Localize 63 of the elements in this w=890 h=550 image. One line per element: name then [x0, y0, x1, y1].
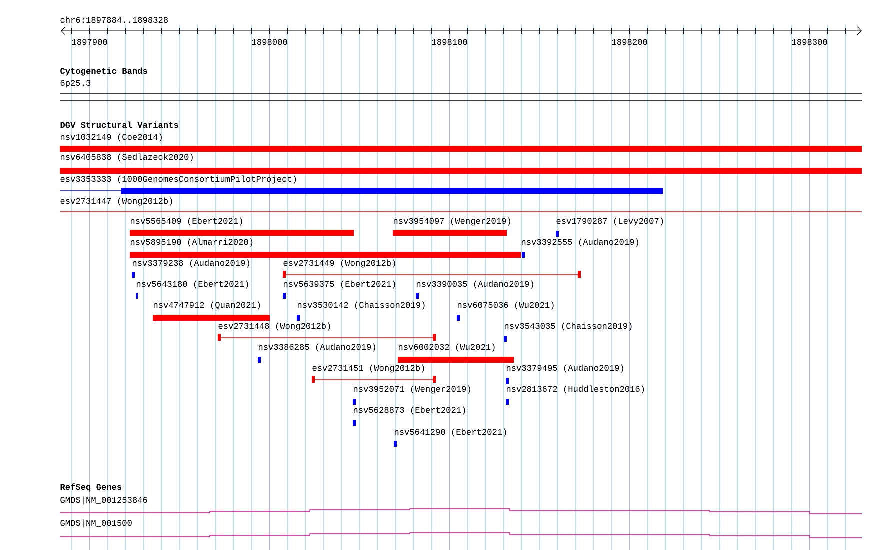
- variant-tick: nsv3530142 (Chaisson2019): [297, 302, 425, 321]
- coordinate-range: chr6:1897884..1898328: [60, 16, 168, 24]
- node-label: nsv3379495 (Audano2019): [506, 364, 624, 373]
- node-label: nsv4747912 (Quan2021): [154, 302, 260, 310]
- variant-tick: nsv2813672 (Huddleston2016): [506, 386, 644, 405]
- node-label: nsv3379238 (Audano2019): [132, 260, 250, 268]
- node-label: nsv5628873 (Ebert2021): [354, 406, 466, 415]
- variant-tick: esv1790287 (Levy2007): [556, 218, 664, 237]
- variant-tick: nsv3379238 (Audano2019): [132, 260, 250, 278]
- node-label: nsv5643180 (Ebert2021): [136, 280, 248, 289]
- node-label: esv1790287 (Levy2007): [556, 218, 664, 226]
- node-label: nsv3543035 (Chaisson2019): [504, 322, 632, 331]
- variant-interval: esv2731451 (Wong2012b): [312, 364, 436, 383]
- node-label: nsv3530142 (Chaisson2019): [298, 302, 425, 310]
- variant-tick: nsv3392555 (Audano2019): [522, 238, 638, 258]
- variant-line: esv2731447 (Wong2012b): [60, 198, 862, 212]
- node-label: nsv3386285 (Audano2019): [258, 344, 376, 352]
- variant-tick: nsv3543035 (Chaisson2019): [504, 322, 632, 342]
- tick-label: 1897900: [72, 39, 108, 46]
- node-label: esv2731449 (Wong2012b): [284, 260, 396, 268]
- variant-tick: nsv3379495 (Audano2019): [506, 364, 624, 384]
- node-label: nsv5639375 (Ebert2021): [284, 280, 396, 289]
- variant-tick: nsv6075036 (Wu2021): [457, 302, 554, 321]
- gene-line: GMDS|NM_001253846: [60, 496, 862, 514]
- variant-tick: nsv3390035 (Audano2019): [416, 280, 534, 299]
- tick-label: 1898300: [792, 39, 828, 46]
- variant-tick: nsv5639375 (Ebert2021): [283, 280, 396, 299]
- node-label: nsv2813672 (Huddleston2016): [506, 386, 644, 394]
- tick-label: 1898100: [432, 39, 468, 46]
- variant-tick: nsv5643180 (Ebert2021): [136, 280, 248, 299]
- tick-label: 1898000: [252, 39, 288, 46]
- node-label: nsv5565409 (Ebert2021): [130, 218, 242, 226]
- variant-bar: nsv3954097 (Wenger2019): [393, 218, 510, 236]
- node-label: esv2731451 (Wong2012b): [312, 364, 424, 373]
- variant-tick: nsv3386285 (Audano2019): [258, 344, 376, 363]
- cytoband: 6p25.3: [60, 80, 862, 102]
- track-heading: DGV Structural Variants: [60, 122, 178, 128]
- node-label: nsv5895190 (Almarri2020): [130, 238, 253, 247]
- variant-bar: nsv4747912 (Quan2021): [153, 302, 270, 321]
- node-label: esv2731448 (Wong2012b): [218, 322, 330, 331]
- variant-interval: esv2731448 (Wong2012b): [218, 322, 436, 341]
- variant-bar: nsv6002032 (Wu2021): [398, 344, 514, 363]
- node-label: nsv3954097 (Wenger2019): [394, 218, 510, 226]
- variant-tick: nsv3952071 (Wenger2019): [353, 386, 470, 405]
- variant-tick: nsv5628873 (Ebert2021): [353, 406, 466, 426]
- node-label: nsv6405838 (Sedlazeck2020): [60, 154, 193, 162]
- tick-label: 1898200: [612, 39, 648, 46]
- node-label: nsv3952071 (Wenger2019): [354, 386, 470, 394]
- node-label: nsv6002032 (Wu2021): [398, 344, 495, 352]
- node-label: nsv6075036 (Wu2021): [458, 302, 554, 310]
- variant-bar: nsv5565409 (Ebert2021): [130, 218, 354, 236]
- variant-bar: esv3353333 (1000GenomesConsortiumPilotProject): [60, 176, 663, 194]
- node-label: nsv1032149 (Coe2014): [60, 134, 162, 142]
- variant-bar: nsv5895190 (Almarri2020): [130, 238, 521, 258]
- variant-bar: nsv1032149 (Coe2014): [60, 134, 862, 152]
- node-label: nsv5641290 (Ebert2021): [394, 428, 506, 437]
- node-label: esv3353333 (1000GenomesConsortiumPilotProject): [60, 176, 296, 184]
- variant-tick: nsv5641290 (Ebert2021): [394, 428, 506, 447]
- gene-line: GMDS|NM_001500: [60, 520, 862, 538]
- node-label: nsv3390035 (Audano2019): [416, 280, 534, 289]
- node-label: nsv3392555 (Audano2019): [522, 238, 638, 247]
- variant-interval: esv2731449 (Wong2012b): [282, 260, 582, 278]
- variant-bar: nsv6405838 (Sedlazeck2020): [60, 154, 862, 174]
